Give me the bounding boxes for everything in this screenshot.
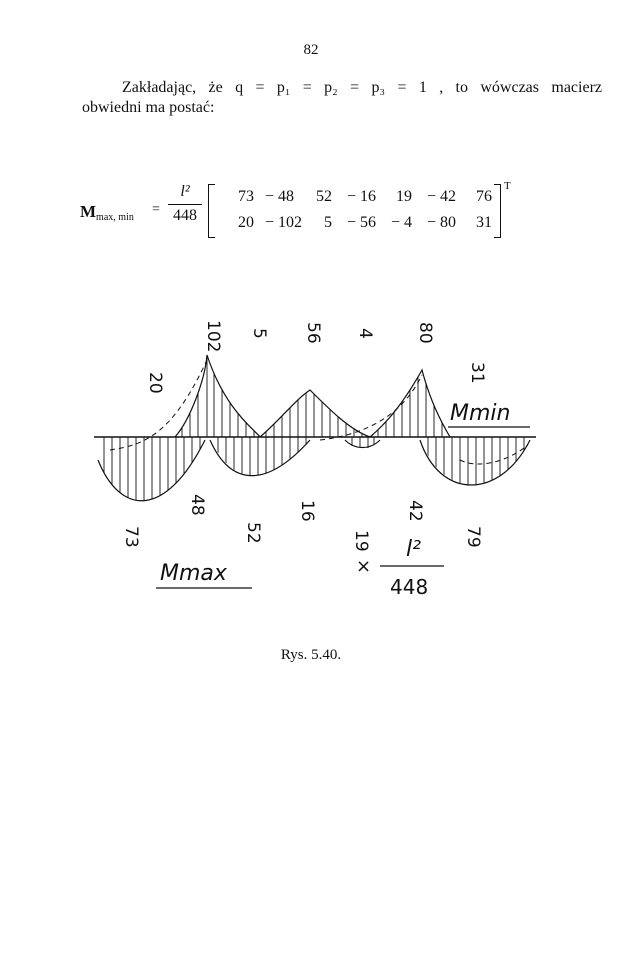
equals-sign: = — [152, 202, 160, 217]
mmin-value-6: 80 — [415, 322, 435, 344]
mmax-label: Mmax — [160, 561, 228, 586]
matrix-cell: 52 — [316, 188, 332, 205]
matrix-cell: − 16 — [346, 188, 376, 205]
mmax-value-2: 48 — [187, 494, 207, 516]
matrix-cell: 5 — [324, 214, 332, 231]
mmin-value-4: 56 — [303, 322, 323, 344]
matrix-cell: − 56 — [346, 214, 376, 231]
matrix-cell: − 102 — [264, 214, 302, 231]
factor-denominator: 448 — [173, 207, 197, 224]
matrix-cell: 73 — [238, 188, 254, 205]
mmax-value-4: 16 — [297, 500, 317, 522]
mmin-value-5: 4 — [355, 328, 375, 339]
matrix-cell: 19 — [396, 188, 412, 205]
left-bracket — [208, 184, 215, 238]
matrix-factor: l² 448 — [164, 182, 206, 225]
intro-line-1: Zakładając, że q = p₁ = p₂ = p₃ = 1 , to… — [122, 79, 602, 96]
moment-envelope-figure: 20 102 5 56 4 80 31 Mmin 73 48 52 16 19 … — [94, 320, 536, 599]
figure-caption: Rys. 5.40. — [280, 647, 342, 663]
factor-numerator: l² — [180, 183, 190, 200]
matrix-cell: − 48 — [264, 188, 294, 205]
mmax-value-1: 73 — [121, 526, 141, 548]
right-bracket — [494, 184, 501, 238]
fraction-bar — [168, 204, 202, 205]
page-number: 82 — [303, 42, 319, 58]
mmax-value-3: 52 — [243, 522, 263, 544]
scale-numerator: l² — [406, 537, 421, 562]
scale-denominator: 448 — [390, 575, 428, 599]
mmax-value-7: 79 — [463, 526, 483, 548]
mmin-value-3: 5 — [249, 328, 269, 339]
mmin-value-7: 31 — [467, 362, 487, 384]
matrix-cell: − 4 — [390, 214, 412, 231]
mmax-value-6: 42 — [405, 500, 425, 522]
intro-line-2: obwiedni ma postać: — [82, 99, 215, 116]
matrix-cell: − 42 — [426, 188, 456, 205]
mmin-label: Mmin — [450, 401, 510, 426]
matrix-cell: − 80 — [426, 214, 456, 231]
intro-paragraph: Zakładając, że q = p₁ = p₂ = p₃ = 1 , to… — [82, 78, 602, 118]
mmax-value-5: 19 — [351, 530, 371, 552]
matrix-cell: 76 — [476, 188, 492, 205]
transpose-mark: T — [504, 180, 511, 192]
matrix-symbol: Mmax, min — [80, 202, 134, 223]
matrix-cell: 31 — [476, 214, 492, 231]
envelope-matrix-equation: Mmax, min = l² 448 73 − 48 52 − 16 19 − … — [80, 180, 540, 244]
scale-times: × — [356, 556, 371, 577]
mmin-value-1: 20 — [145, 372, 165, 394]
mmin-value-2: 102 — [203, 320, 223, 352]
matrix-cell: 20 — [238, 214, 254, 231]
